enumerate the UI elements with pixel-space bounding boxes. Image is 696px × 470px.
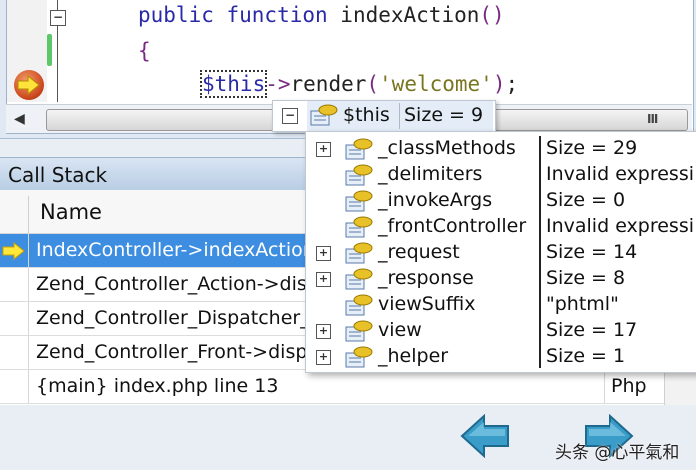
collapse-icon[interactable]: −: [282, 108, 298, 124]
callstack-title: Call Stack: [8, 163, 108, 187]
member-name: viewSuffix: [378, 293, 476, 315]
object-field-icon: [345, 294, 373, 316]
datatip-member-row[interactable]: + _request Size = 14: [306, 240, 696, 266]
datatip-member-row[interactable]: + _response Size = 8: [306, 266, 696, 292]
member-value: Size = 14: [546, 241, 638, 263]
row-indicator: [0, 234, 29, 267]
column-header-name[interactable]: Name: [40, 200, 102, 224]
arrow-operator-token: ->: [265, 72, 291, 96]
member-value: Size = 29: [546, 137, 638, 159]
method-call-token: render: [290, 72, 367, 96]
member-value: Size = 0: [546, 189, 626, 211]
object-field-icon: [345, 242, 373, 264]
row-indicator: [0, 302, 29, 335]
scrollbar-grip-icon: III: [647, 112, 658, 126]
expand-icon[interactable]: +: [316, 350, 331, 365]
row-indicator: [0, 268, 29, 301]
object-field-icon: [345, 190, 373, 212]
frame-name: Zend_Controller_Front->dispatch: [36, 341, 306, 363]
datatip-member-row[interactable]: + _helper Size = 1: [306, 344, 696, 370]
column-separator: [399, 103, 400, 129]
forward-button[interactable]: [582, 413, 634, 462]
object-field-icon: [345, 320, 373, 342]
datatip-member-row[interactable]: _frontController Invalid expressi: [306, 214, 696, 240]
member-value: "phtml": [546, 293, 619, 315]
object-field-icon: [345, 216, 373, 238]
member-name: _helper: [378, 345, 449, 367]
object-field-icon: [345, 346, 373, 368]
function-name-token: indexAction: [340, 3, 480, 27]
column-separator[interactable]: [28, 196, 29, 233]
expand-icon[interactable]: +: [316, 246, 331, 261]
frame-name: IndexController->indexAction: [36, 239, 306, 261]
code-line-function: public function indexAction(): [138, 2, 505, 28]
keyword-token: public function: [138, 3, 341, 27]
column-separator: [539, 136, 541, 368]
current-frame-arrow-icon: [2, 242, 25, 260]
member-value: Size = 8: [546, 267, 626, 289]
fold-guide-line: [57, 0, 58, 102]
datatip-root-row[interactable]: − $this Size = 9: [272, 100, 496, 132]
expand-icon[interactable]: +: [316, 324, 331, 339]
datatip-member-row[interactable]: + _classMethods Size = 29: [306, 136, 696, 162]
row-indicator: [0, 370, 29, 403]
forward-arrow-icon: [585, 413, 634, 459]
datatip-root-value: Size = 9: [404, 104, 484, 126]
frame-name: {main} index.php line 13: [36, 375, 279, 397]
back-arrow-icon: [460, 413, 509, 459]
semicolon-token: ;: [505, 72, 519, 96]
change-indicator-bar: [47, 34, 52, 66]
expand-icon[interactable]: +: [316, 142, 331, 157]
datatip-root-name: $this: [343, 104, 390, 126]
datatip-member-row[interactable]: + view Size = 17: [306, 318, 696, 344]
code-line-brace: {: [138, 38, 151, 64]
datatip-root-cell: [307, 101, 493, 131]
paren-token: (): [479, 3, 505, 27]
back-button[interactable]: [460, 413, 512, 462]
datatip-member-row[interactable]: _invokeArgs Size = 0: [306, 188, 696, 214]
callstack-row[interactable]: {main} index.php line 13 Php: [0, 370, 664, 404]
member-name: view: [378, 319, 422, 341]
paren-token: (: [366, 72, 380, 96]
member-value: Invalid expressi: [546, 163, 695, 185]
member-value: Size = 1: [546, 345, 626, 367]
brace-token: {: [138, 39, 151, 63]
object-field-icon: [345, 164, 373, 186]
datatip-members: + _classMethods Size = 29 _delimiters In…: [305, 131, 696, 373]
code-line-render: $this->render('welcome');: [199, 70, 519, 98]
member-name: _classMethods: [378, 137, 516, 159]
member-name: _response: [378, 267, 474, 289]
paren-token: ): [492, 72, 506, 96]
member-value: Invalid expressi: [546, 215, 695, 237]
string-token: 'welcome': [379, 72, 493, 96]
this-variable-token[interactable]: $this: [199, 70, 268, 98]
member-name: _delimiters: [378, 163, 483, 185]
watermark-text: 头条 @心平氣和: [555, 443, 680, 463]
expand-icon[interactable]: +: [316, 272, 331, 287]
object-field-icon: [310, 104, 338, 126]
datatip-member-row[interactable]: _delimiters Invalid expressi: [306, 162, 696, 188]
column-separator: [604, 370, 605, 403]
object-field-icon: [345, 138, 373, 160]
object-field-icon: [345, 268, 373, 290]
member-name: _frontController: [378, 215, 527, 237]
current-statement-arrow-icon: [14, 70, 44, 100]
frame-name: Zend_Controller_Dispatcher_Standard->dis…: [36, 307, 306, 329]
datatip-member-row[interactable]: viewSuffix "phtml": [306, 292, 696, 318]
member-value: Size = 17: [546, 319, 638, 341]
fold-collapse-icon[interactable]: −: [50, 10, 66, 26]
frame-language: Php: [611, 375, 647, 397]
member-name: _invokeArgs: [378, 189, 493, 211]
frame-name: Zend_Controller_Action->dispatch: [36, 273, 306, 295]
scroll-left-icon[interactable]: ◀: [14, 111, 25, 127]
row-indicator: [0, 336, 29, 369]
member-name: _request: [378, 241, 460, 263]
